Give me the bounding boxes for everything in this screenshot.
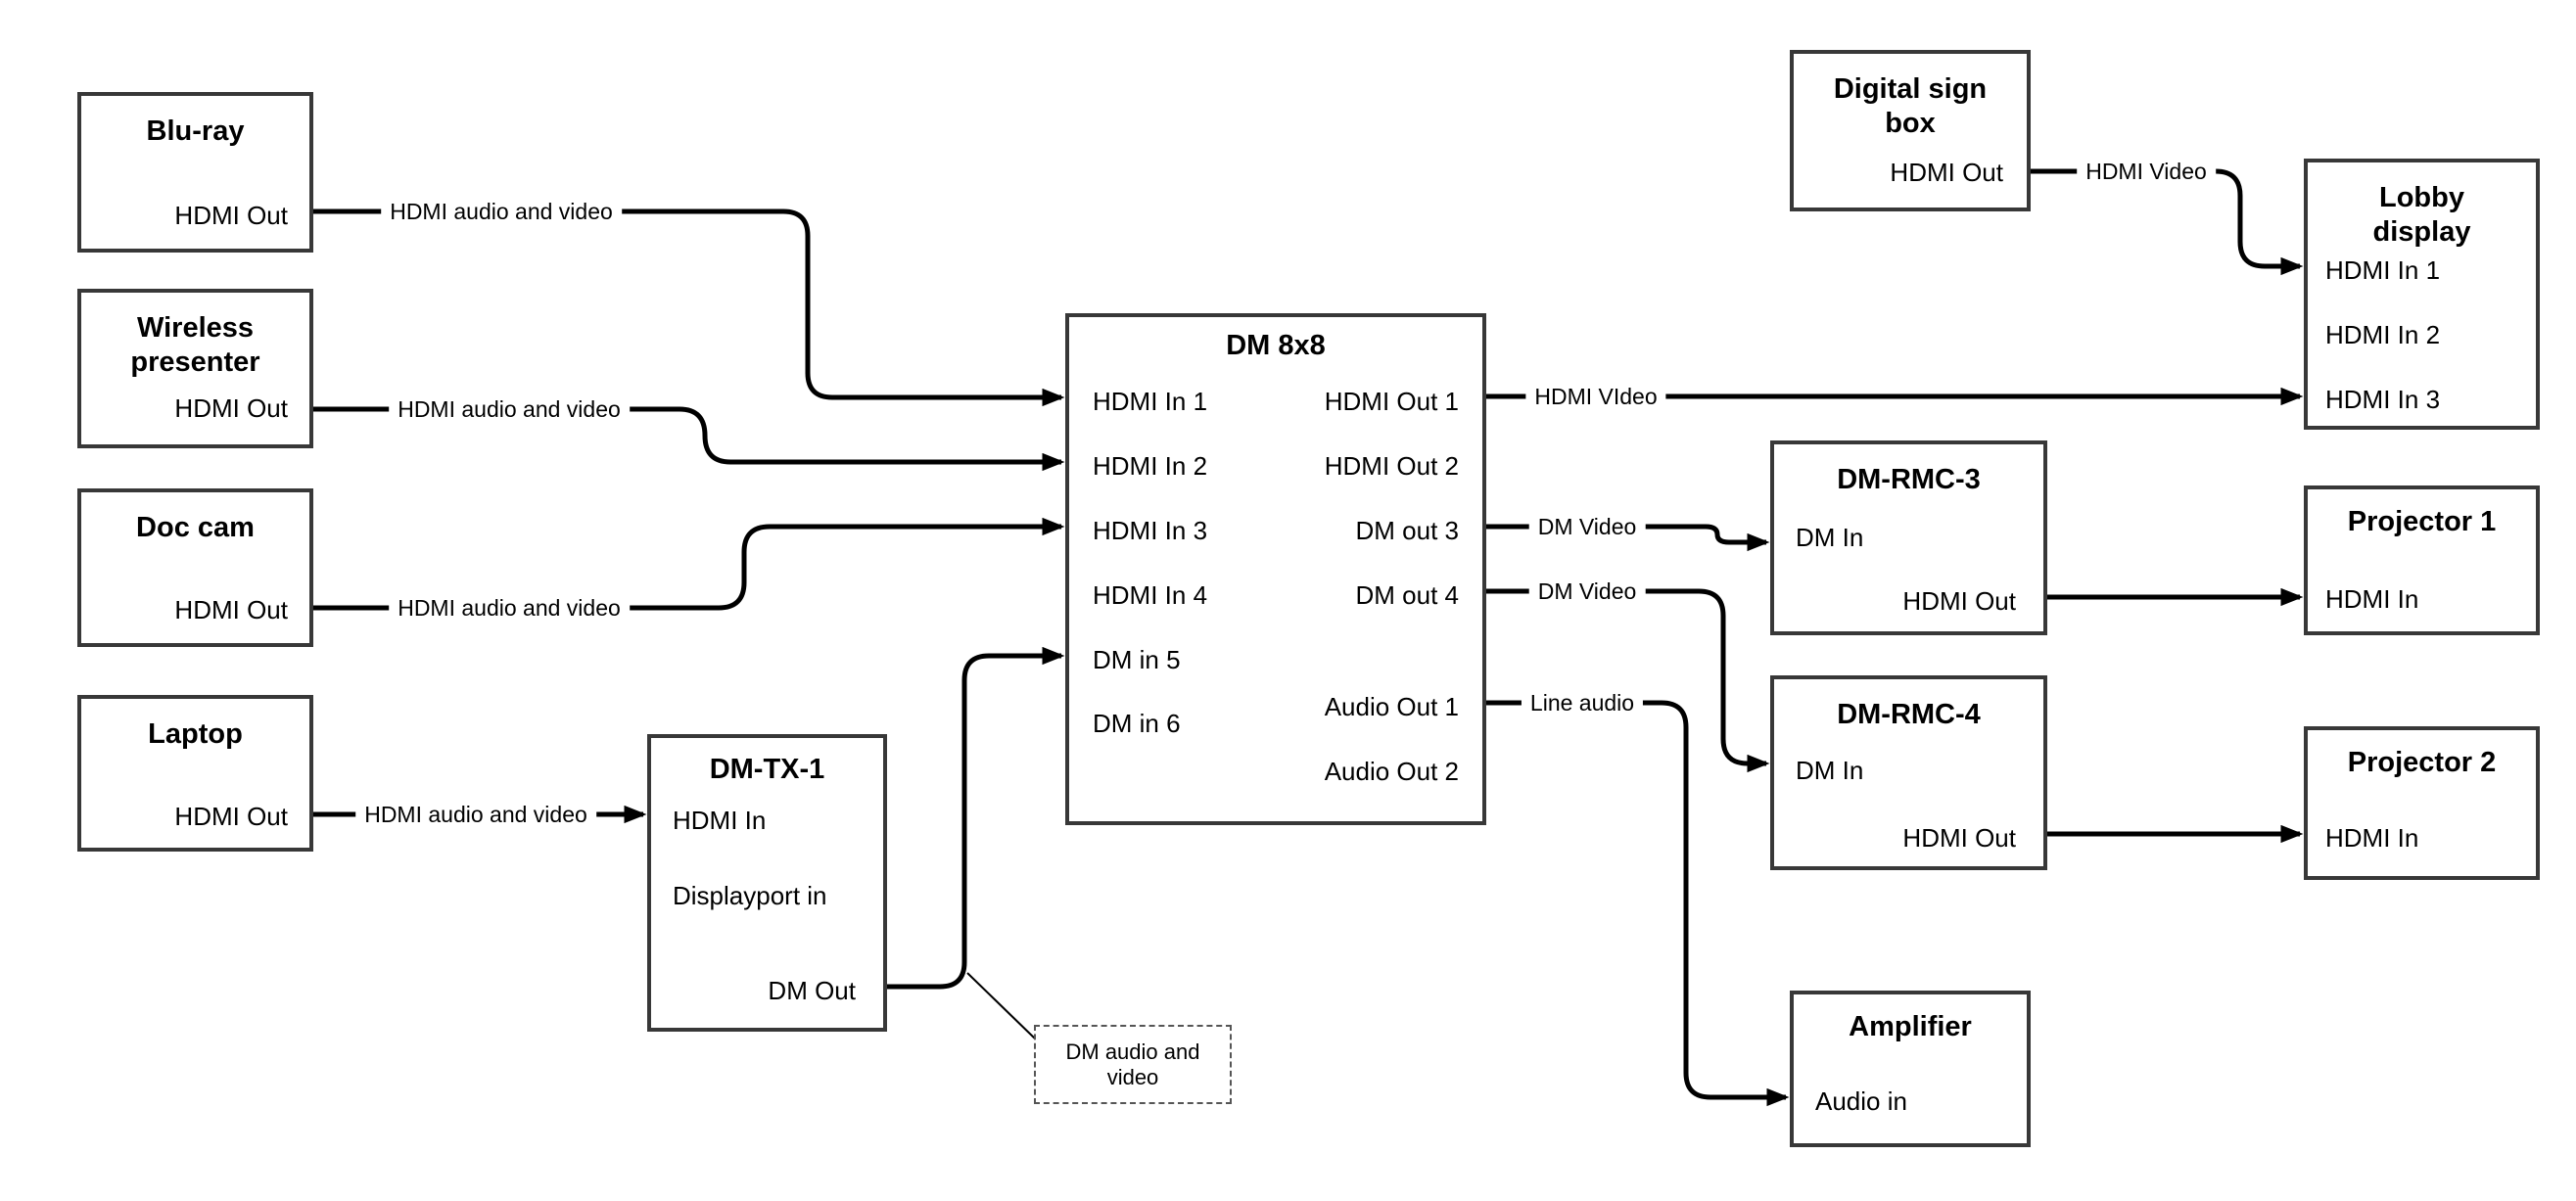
box-title: DM 8x8: [1226, 330, 1326, 361]
port-hdmi-in-3: HDMI In 3: [1093, 516, 1208, 545]
port-hdmi-in-3: HDMI In 3: [2325, 385, 2441, 414]
wire-label-hdmi-video: HDMI Video: [2077, 159, 2216, 184]
box-title-line: box: [1885, 108, 1936, 139]
device-box-dm-tx-1: DM-TX-1 HDMI In Displayport in DM Out: [647, 734, 887, 1032]
port-hdmi-out: HDMI Out: [174, 393, 288, 423]
note-leader-line: [966, 972, 1037, 1040]
wire-doccam-to-dm8x8-in3: [313, 517, 1065, 611]
device-box-dm-rmc-3: DM-RMC-3 DM In HDMI Out: [1770, 440, 2047, 635]
wire-dm8x8-audio1-to-amplifier: [1486, 700, 1790, 1107]
device-box-dm-rmc-4: DM-RMC-4 DM In HDMI Out: [1770, 675, 2047, 870]
port-hdmi-in-1: HDMI In 1: [1093, 387, 1208, 416]
port-hdmi-in-1: HDMI In 1: [2325, 255, 2441, 285]
port-hdmi-out-2: HDMI Out 2: [1324, 451, 1459, 481]
box-title: Blu-ray: [146, 115, 245, 147]
annotation-line: DM audio and: [1065, 1039, 1200, 1064]
box-title-line: display: [2372, 216, 2471, 248]
wire-label-hdmi-audio-video: HDMI audio and video: [355, 802, 596, 827]
wire-label-hdmi-video: HDMI VIdeo: [1525, 384, 1666, 409]
box-title: Doc cam: [136, 512, 255, 543]
port-hdmi-in: HDMI In: [2325, 584, 2419, 614]
device-box-bluray: Blu-ray HDMI Out: [77, 92, 313, 253]
box-title: Lobby display: [2308, 181, 2536, 250]
port-hdmi-out: HDMI Out: [1902, 586, 2016, 616]
device-box-dm-8x8: DM 8x8 HDMI In 1 HDMI In 2 HDMI In 3 HDM…: [1065, 313, 1486, 825]
wire-digitalsign-to-lobby-in1: [2031, 168, 2304, 276]
device-box-projector-2: Projector 2 HDMI In: [2304, 726, 2540, 880]
wire-label-line-audio: Line audio: [1521, 690, 1644, 716]
wire-label-hdmi-audio-video: HDMI audio and video: [389, 396, 630, 422]
device-box-amplifier: Amplifier Audio in: [1790, 991, 2031, 1147]
device-box-laptop: Laptop HDMI Out: [77, 695, 313, 852]
port-hdmi-in-4: HDMI In 4: [1093, 580, 1208, 610]
port-dm-in: DM In: [1796, 523, 1864, 552]
wire-label-dm-video: DM Video: [1528, 514, 1646, 539]
port-audio-in: Audio in: [1815, 1086, 1907, 1116]
device-box-doc-cam: Doc cam HDMI Out: [77, 488, 313, 647]
box-title: DM-RMC-3: [1837, 464, 1981, 495]
port-dm-in-6: DM in 6: [1093, 709, 1181, 738]
port-hdmi-out-1: HDMI Out 1: [1324, 387, 1459, 416]
device-box-digital-sign: Digital sign box HDMI Out: [1790, 50, 2031, 211]
port-displayport-in: Displayport in: [673, 881, 827, 910]
box-title: Wireless presenter: [81, 311, 309, 380]
box-title-line: presenter: [130, 346, 260, 378]
device-box-wireless-presenter: Wireless presenter HDMI Out: [77, 289, 313, 448]
port-hdmi-out: HDMI Out: [1890, 158, 2003, 187]
wire-dmtx1-to-dm8x8-in5: [887, 646, 1065, 990]
wire-label-dm-video: DM Video: [1528, 578, 1646, 604]
box-title-line: Digital sign: [1833, 73, 1988, 105]
port-hdmi-in-2: HDMI In 2: [2325, 320, 2441, 349]
wire-label-hdmi-audio-video: HDMI audio and video: [381, 199, 622, 224]
port-hdmi-out: HDMI Out: [174, 595, 288, 624]
port-audio-out-2: Audio Out 2: [1324, 757, 1459, 786]
port-hdmi-out: HDMI Out: [174, 201, 288, 230]
port-dm-out: DM Out: [768, 976, 856, 1005]
wire-dm8x8-out3-to-dmrmc3: [1486, 524, 1770, 552]
annotation-dm-audio-video: DM audio and video: [1034, 1025, 1232, 1104]
box-title: Projector 2: [2347, 747, 2497, 778]
port-audio-out-1: Audio Out 1: [1324, 692, 1459, 721]
box-title: Projector 1: [2347, 506, 2497, 537]
box-title: DM-TX-1: [709, 754, 825, 785]
port-hdmi-in: HDMI In: [673, 806, 767, 835]
box-title-line: Wireless: [136, 312, 255, 344]
annotation-line: video: [1106, 1064, 1159, 1089]
port-dm-in: DM In: [1796, 756, 1864, 785]
device-box-projector-1: Projector 1 HDMI In: [2304, 485, 2540, 635]
wire-label-hdmi-audio-video: HDMI audio and video: [389, 595, 630, 621]
port-dm-out-3: DM out 3: [1355, 516, 1460, 545]
box-title: Digital sign box: [1794, 72, 2027, 141]
port-dm-in-5: DM in 5: [1093, 645, 1181, 674]
wire-wireless-to-dm8x8-in2: [313, 406, 1065, 472]
device-box-lobby-display: Lobby display HDMI In 1 HDMI In 2 HDMI I…: [2304, 159, 2540, 430]
port-hdmi-in: HDMI In: [2325, 823, 2419, 853]
wire-bluray-to-dm8x8-in1: [313, 208, 1065, 407]
box-title: DM-RMC-4: [1837, 699, 1981, 730]
box-title: Laptop: [148, 718, 243, 750]
box-title-line: Lobby: [2379, 182, 2464, 213]
port-hdmi-in-2: HDMI In 2: [1093, 451, 1208, 481]
port-hdmi-out: HDMI Out: [1902, 823, 2016, 853]
wire-dm8x8-out4-to-dmrmc4: [1486, 588, 1770, 773]
box-title: Amplifier: [1849, 1011, 1972, 1042]
port-dm-out-4: DM out 4: [1355, 580, 1460, 610]
port-hdmi-out: HDMI Out: [174, 802, 288, 831]
